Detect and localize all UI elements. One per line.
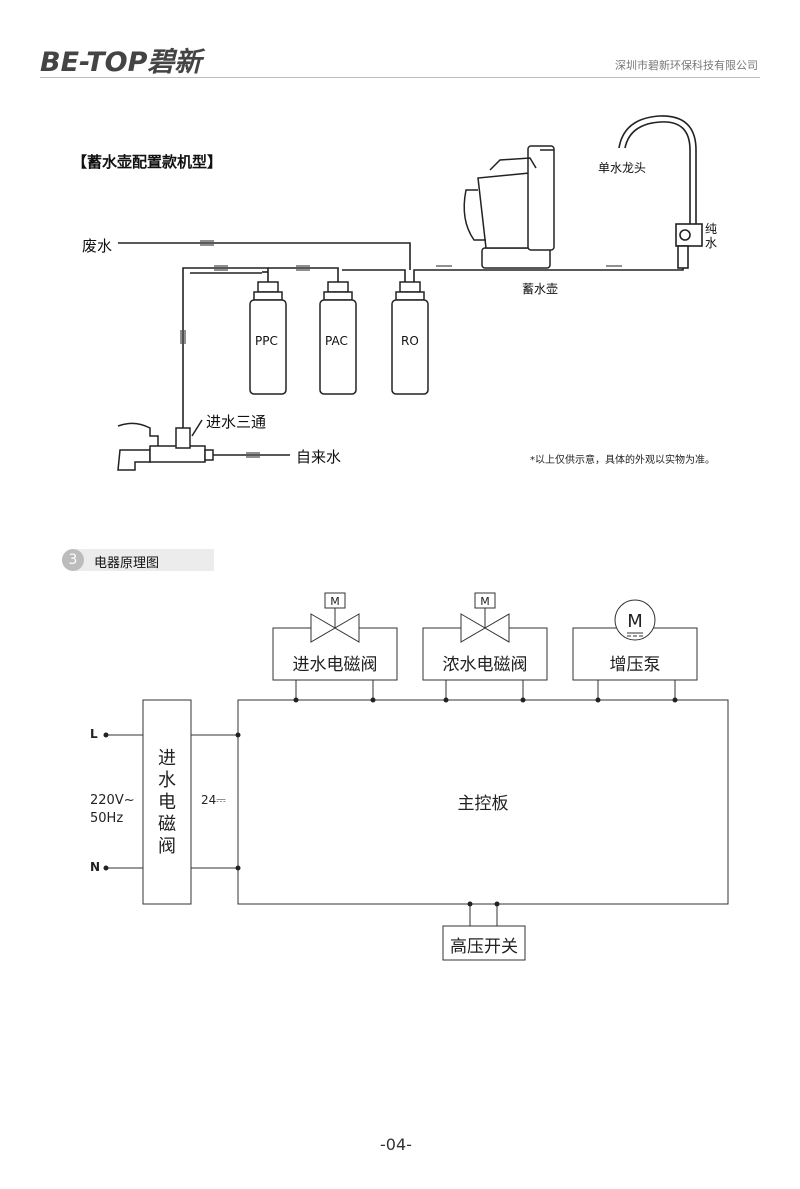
input-frequency: 50Hz — [90, 811, 124, 826]
disclaimer-note: *以上仅供示意，具体的外观以实物为准。 — [530, 455, 715, 466]
pac-to-ro-pipe — [342, 269, 406, 290]
main-board-box — [237, 699, 729, 905]
section-title: 电器原理图 — [94, 556, 160, 571]
supply-pipe — [182, 267, 269, 430]
booster-pump-label: 增压泵 — [609, 655, 661, 675]
faucet-illustration — [618, 115, 703, 269]
motor-symbol — [614, 599, 656, 641]
terminal-l: L — [90, 727, 98, 741]
power-module-label: 进水电磁阀 — [158, 748, 176, 857]
waste-water-pipe — [118, 242, 411, 270]
terminal-n: N — [90, 860, 101, 874]
filter-pac — [319, 281, 357, 395]
power-module-box — [142, 699, 192, 905]
pressure-switch-label: 高压开关 — [450, 937, 518, 957]
filter-label-ppc: PPC — [255, 334, 278, 348]
input-voltage: 220V~ — [90, 793, 135, 808]
concentrate-valve-label: 浓水电磁阀 — [442, 655, 528, 675]
inlet-valve-label: 进水电磁阀 — [292, 655, 378, 675]
kettle-label: 蓄水壶 — [522, 282, 559, 296]
pure-water-label: 纯水 — [705, 222, 718, 250]
page-number: -04- — [380, 1135, 412, 1154]
faucet-label: 单水龙头 — [598, 161, 647, 175]
filter-label-pac: PAC — [325, 334, 348, 348]
main-board-label: 主控板 — [457, 794, 509, 814]
section-number-badge: 3 — [62, 549, 84, 571]
tap-illustration — [117, 419, 214, 471]
kettle-illustration — [463, 145, 555, 269]
plumbing-diagram — [117, 115, 703, 471]
output-voltage: 24⎓ — [201, 793, 226, 807]
filter-ro — [391, 281, 429, 395]
tee-valve-label: 进水三通 — [206, 413, 267, 431]
circuit-diagram: M M M — [103, 592, 729, 961]
company-name: 深圳市碧新环保科技有限公司 — [615, 59, 758, 72]
waste-water-label: 废水 — [82, 237, 113, 255]
concentrate-valve-m: M — [480, 595, 490, 608]
filter-ppc — [249, 281, 287, 395]
inlet-valve-m: M — [330, 595, 340, 608]
booster-pump-m: M — [627, 611, 643, 632]
inlet-valve-box — [272, 627, 398, 681]
section-header-bar — [62, 549, 214, 571]
header-divider — [40, 77, 760, 78]
pressure-switch-box — [442, 925, 526, 961]
betop-logo: BE-TOP碧新 — [40, 47, 202, 78]
tap-water-label: 自来水 — [296, 448, 342, 466]
filter-label-ro: RO — [401, 334, 419, 348]
plumbing-diagram-title: 【蓄水壶配置款机型】 — [72, 153, 223, 171]
